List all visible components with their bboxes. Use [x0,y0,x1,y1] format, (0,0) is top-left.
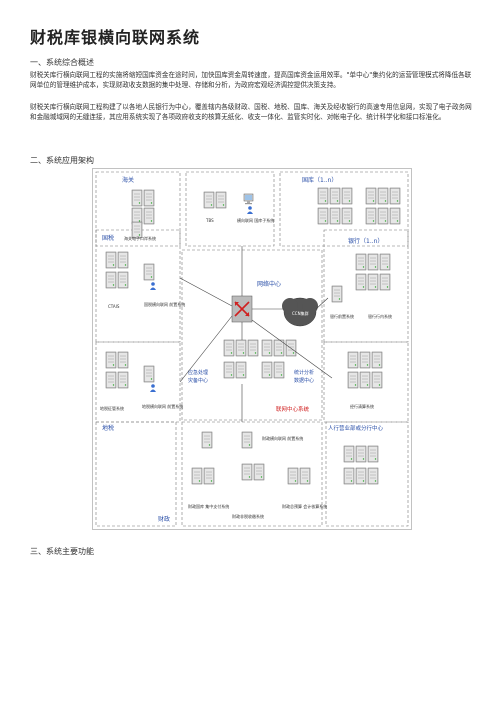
label-caizheng-sys4: 财政总预算 会计核算系统 [282,503,327,509]
section-heading-overview: 一、系统综合概述 [30,58,94,67]
zone-dishui [95,421,177,527]
cloud-icon: CCN集群 [282,297,318,327]
paragraph-overview: 财税关库行横向联网工程的实施将缩短国库资金在途时间，加快国库资金周转速度，提高国… [30,71,472,90]
label-guoshui: 国税 [102,234,114,242]
zone-renhang [325,421,409,527]
label-yinhang-sys1: 银行前置系统 [330,313,354,319]
label-haiguan-sys: 海关电子口岸系统 [124,235,156,241]
zone-guoku [279,171,409,247]
svg-text:数据中心: 数据中心 [294,377,314,384]
label-lianwang: 联网中心系统 [276,405,310,413]
label-guoku: 国库（1..n） [302,176,337,184]
label-guoku-sys: 横向联网 国库子系统 [237,217,274,223]
label-dishui-sys1: 地税征管系统 [100,405,124,411]
svg-text:灾备中心: 灾备中心 [188,377,208,384]
router-icon [231,295,253,323]
zone-haiguan [95,171,181,247]
label-dishui: 地税 [102,424,114,432]
label-jiqun: CCN集群 [292,310,309,316]
zone-guoku-sys [185,171,275,247]
section-heading-functions: 三、系统主要功能 [30,547,94,556]
label-ctais: CTAIS [108,304,120,309]
label-caizheng: 财政 [158,515,170,523]
label-tongji: 统计分析 [294,369,314,376]
label-caizheng-sys3: 财政非税收缴系统 [232,513,264,519]
label-yinhang-sys2: 银行行内系统 [368,313,392,319]
zone-caizheng [181,421,323,527]
label-tbs: TBS [205,218,214,223]
page-title: 财税库银横向联网系统 [30,28,201,47]
section-heading-architecture: 二、系统应用架构 [30,156,94,165]
label-yinhang-sys3: 经行清算系统 [350,403,374,409]
label-yingji: 应急处理 [188,369,208,376]
label-guoshui-sys: 国税横向联网 前置系统 [144,301,185,307]
label-haiguan: 海关 [122,176,134,184]
architecture-diagram: 海关 国库（1..n） 国税 银行（1..n） 地税 人行营业部或分行中心 财政… [92,168,412,530]
label-caizheng-sys2: 财政国库 集中支付系统 [188,503,229,509]
zone-network-center [181,249,323,421]
label-network-center: 网络中心 [257,280,281,288]
label-dishui-sys2: 地税横向联网 前置系统 [142,403,183,409]
label-bank: 银行（1..n） [348,237,383,245]
label-renhang: 人行营业部或分行中心 [328,424,384,432]
paragraph-network: 财税关库行横向联网工程构建了以各地人民银行为中心，覆盖辖内各级财政、国税、地税、… [30,103,472,122]
label-caizheng-sys1: 财政横向联网 前置系统 [262,435,303,441]
